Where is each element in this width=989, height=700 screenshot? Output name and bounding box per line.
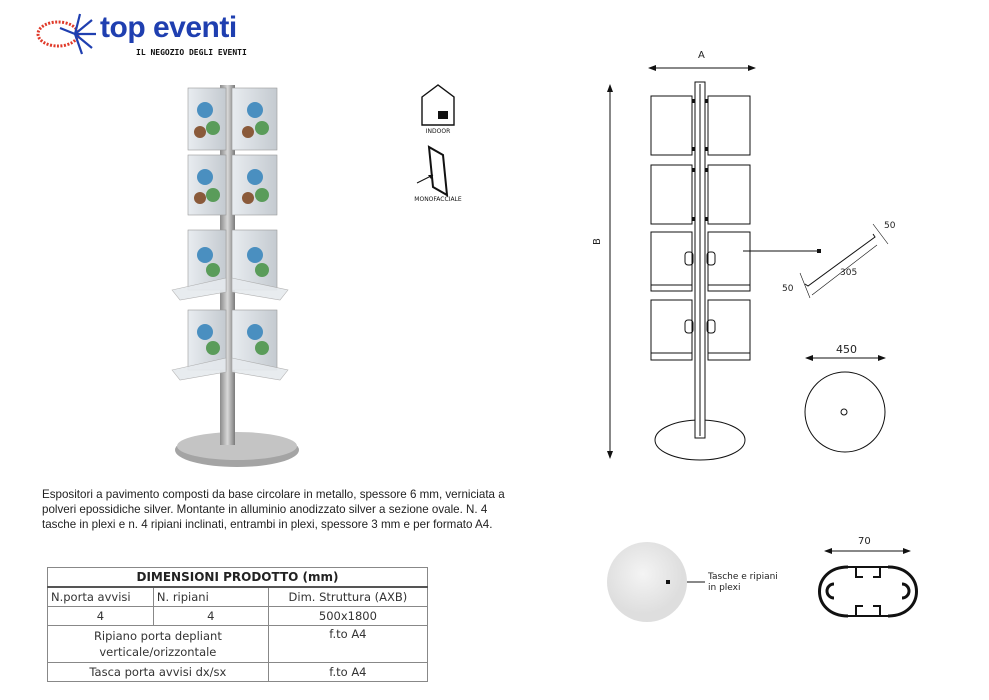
- value-cell: 500x1800: [267, 606, 429, 626]
- product-description: Espositori a pavimento composti da base …: [42, 488, 505, 531]
- single-sided-panel-icon: [416, 145, 449, 197]
- table-header-row: N.porta avvisi N. ripiani Dim. Struttura…: [47, 586, 429, 607]
- header-cell: N.porta avvisi: [47, 586, 154, 607]
- brand-logo-burst-icon: [36, 13, 96, 55]
- indoor-house-icon: [421, 84, 455, 126]
- row-label: Tasca porta avvisi dx/sx: [47, 662, 269, 682]
- brand-name: top eventi: [100, 11, 237, 44]
- panel-clips: [692, 99, 708, 221]
- table-title: DIMENSIONI PRODOTTO (mm): [47, 567, 428, 588]
- table-row: Tasca porta avvisi dx/sx f.to A4: [47, 662, 429, 682]
- row-value: f.to A4: [267, 625, 429, 663]
- indoor-label: INDOOR: [425, 128, 451, 135]
- material-note: Tasche e ripiani in plexi: [708, 572, 778, 594]
- profile-width-label: 70: [858, 536, 871, 547]
- material-note-line2: in plexi: [708, 583, 741, 593]
- base-diameter-label: 450: [836, 343, 857, 356]
- plexi-material-swatch: [607, 542, 687, 622]
- material-note-line1: Tasche e ripiani: [708, 572, 778, 582]
- panels-outline: [650, 95, 751, 361]
- single-sided-label: MONOFACCIALE: [414, 196, 462, 203]
- header-cell: Dim. Struttura (AXB): [267, 586, 429, 607]
- dimensions-table: DIMENSIONI PRODOTTO (mm) N.porta avvisi …: [47, 567, 429, 682]
- table-row: Ripiano porta depliant verticale/orizzon…: [47, 625, 429, 663]
- shelf-profile: [804, 233, 876, 287]
- pole-section-profile: [818, 565, 918, 618]
- shelf-dim-top: 50: [884, 221, 896, 231]
- base-top-view: [804, 371, 886, 453]
- value-cell: 4: [152, 606, 269, 626]
- table-values-row: 4 4 500x1800: [47, 606, 429, 626]
- row-label: Ripiano porta depliant verticale/orizzon…: [47, 625, 269, 663]
- shelf-dim-length: 305: [840, 268, 858, 278]
- width-label: A: [698, 50, 705, 61]
- pole-outline: [694, 81, 706, 439]
- shelf-dim-bottom: 50: [782, 284, 794, 294]
- row-value: f.to A4: [267, 662, 429, 682]
- base-outline: [654, 419, 746, 461]
- value-cell: 4: [47, 606, 154, 626]
- product-photo: [171, 85, 299, 467]
- height-label: B: [591, 238, 603, 245]
- header-cell: N. ripiani: [152, 586, 269, 607]
- brand-tagline: IL NEGOZIO DEGLI EVENTI: [136, 48, 247, 57]
